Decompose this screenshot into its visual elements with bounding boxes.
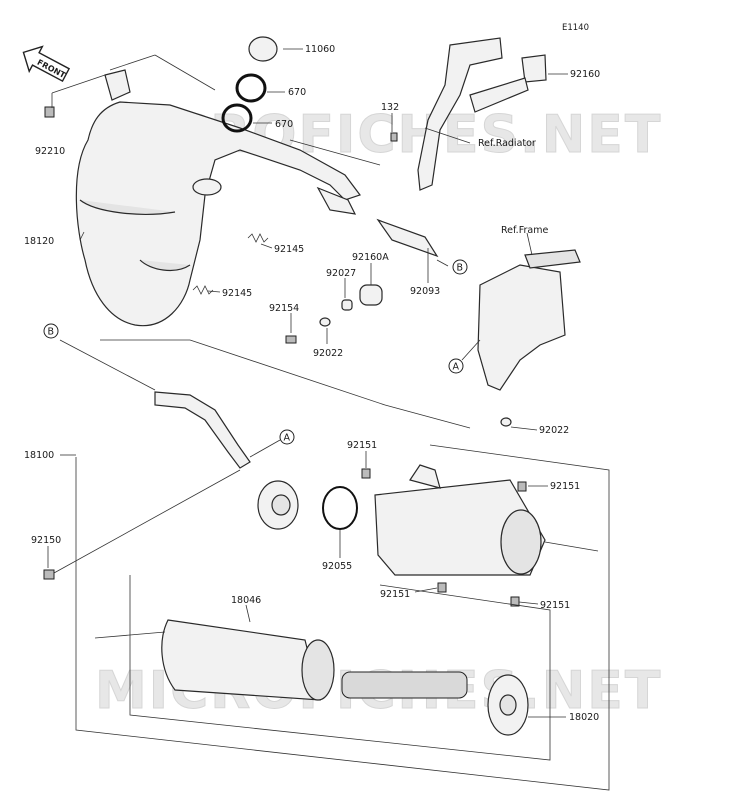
part-label-92210: 92210 <box>35 146 65 157</box>
part-label-18046: 18046 <box>231 595 261 606</box>
frame-bracket-drawing <box>477 249 581 427</box>
part-label-18020: 18020 <box>569 712 599 723</box>
assembly-line-frame <box>384 404 471 429</box>
o-ring-670-a-drawing <box>235 73 267 103</box>
damper-92160A-drawing <box>285 284 383 344</box>
spring-92145-b-drawing <box>192 285 214 295</box>
assembly-box-outer <box>75 444 610 791</box>
connecting-pipe-18100-drawing <box>43 391 299 580</box>
part-label-670-a: 670 <box>288 87 306 98</box>
gasket-92055-drawing <box>322 486 358 530</box>
callout-b-lower-text: B <box>48 327 55 338</box>
part-label-92055: 92055 <box>322 561 352 572</box>
core-18020-drawing <box>341 671 529 736</box>
part-label-92145-a: 92145 <box>274 244 304 255</box>
part-label-670-b: 670 <box>275 119 293 130</box>
o-ring-670-b-drawing <box>221 103 253 133</box>
ref-frame-label: Ref.Frame <box>501 225 548 236</box>
callout-a-frame <box>448 358 464 374</box>
spring-92145-a-drawing <box>247 233 269 243</box>
ref-radiator-label: Ref.Radiator <box>478 138 536 149</box>
diagram-code: E1140 <box>562 23 589 33</box>
leader-lines <box>47 48 599 718</box>
part-label-11060: 11060 <box>305 44 335 55</box>
part-label-92154: 92154 <box>269 303 299 314</box>
gasket-11060-drawing <box>248 36 278 62</box>
part-label-92022-a: 92022 <box>313 348 343 359</box>
callout-a-pipe <box>279 429 295 445</box>
part-label-92150: 92150 <box>31 535 61 546</box>
insulator-18046-drawing <box>161 619 335 701</box>
bolt-92210-drawing <box>44 106 55 118</box>
part-label-92160: 92160 <box>570 69 600 80</box>
callout-b-upper <box>452 259 468 275</box>
assembly-box-inner <box>129 575 551 761</box>
callout-b-lower <box>43 323 59 339</box>
part-label-92145-b: 92145 <box>222 288 252 299</box>
radiator-bracket-drawing <box>390 37 547 191</box>
callout-a-frame-text: A <box>453 362 460 373</box>
part-label-92093: 92093 <box>410 286 440 297</box>
part-label-92027: 92027 <box>326 268 356 279</box>
part-label-92151-c: 92151 <box>380 589 410 600</box>
assembly-line-b-diag <box>189 339 386 406</box>
callout-a-pipe-text: A <box>284 433 291 444</box>
part-label-18120: 18120 <box>24 236 54 247</box>
part-label-92151-a: 92151 <box>347 440 377 451</box>
part-label-18100: 18100 <box>24 450 54 461</box>
muffler-shell-drawing <box>361 464 546 607</box>
part-label-92151-d: 92151 <box>540 600 570 611</box>
sleeve-92093-drawing <box>376 218 439 258</box>
part-label-92151-b: 92151 <box>550 481 580 492</box>
part-label-92160A: 92160A <box>352 252 389 263</box>
exhaust-pipe-drawing <box>75 69 361 327</box>
callout-b-upper-text: B <box>457 263 464 274</box>
front-arrow-icon: FRONT <box>22 45 71 83</box>
part-label-92022-b: 92022 <box>539 425 569 436</box>
part-label-132: 132 <box>381 102 399 113</box>
